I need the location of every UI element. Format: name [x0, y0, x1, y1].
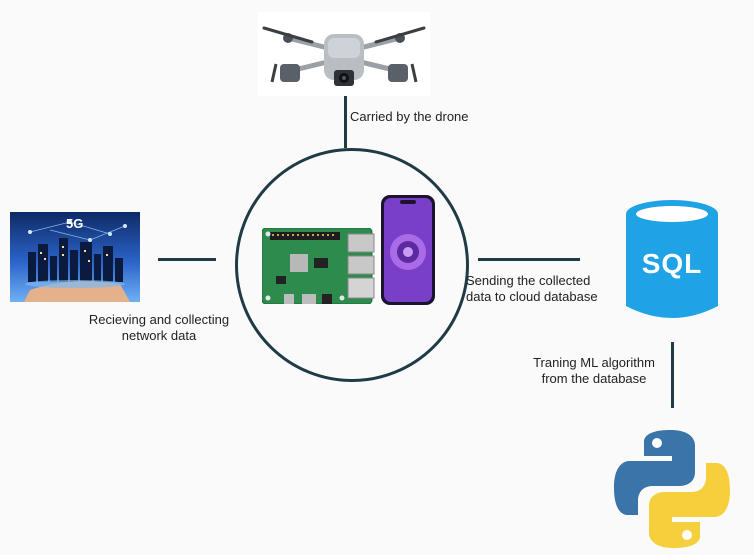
- database-connector: [478, 258, 580, 261]
- network-caption: Recieving and collecting network data: [84, 312, 234, 344]
- smartphone-icon: [380, 194, 436, 306]
- network-caption-line2: network data: [121, 328, 197, 343]
- database-caption: Sending the collected data to cloud data…: [466, 273, 620, 305]
- ml-caption-line1: Traning ML algorithm: [533, 355, 655, 370]
- database-caption-line2: data to cloud database: [466, 289, 598, 304]
- network-connector: [158, 258, 216, 261]
- 5g-city-network-icon: [24, 220, 130, 302]
- ml-connector: [671, 342, 674, 408]
- sql-database-icon: SQL: [622, 196, 722, 324]
- device-hub-circle: [235, 148, 469, 382]
- python-logo-icon: [612, 428, 732, 550]
- drone-caption: Carried by the drone: [350, 109, 469, 124]
- ml-caption-line2: from the database: [541, 371, 647, 386]
- database-badge: SQL: [641, 248, 703, 279]
- database-caption-line1: Sending the collected: [466, 273, 591, 288]
- network-caption-line1: Recieving and collecting: [88, 312, 230, 327]
- network-badge: 5G: [66, 216, 84, 231]
- network-image: 5G: [10, 212, 140, 302]
- drone-icon: [262, 26, 426, 86]
- raspberry-pi-board-icon: [262, 228, 376, 304]
- ml-caption: Traning ML algorithm from the database: [524, 355, 664, 387]
- drone-image: [258, 12, 430, 96]
- drone-connector: [344, 96, 347, 148]
